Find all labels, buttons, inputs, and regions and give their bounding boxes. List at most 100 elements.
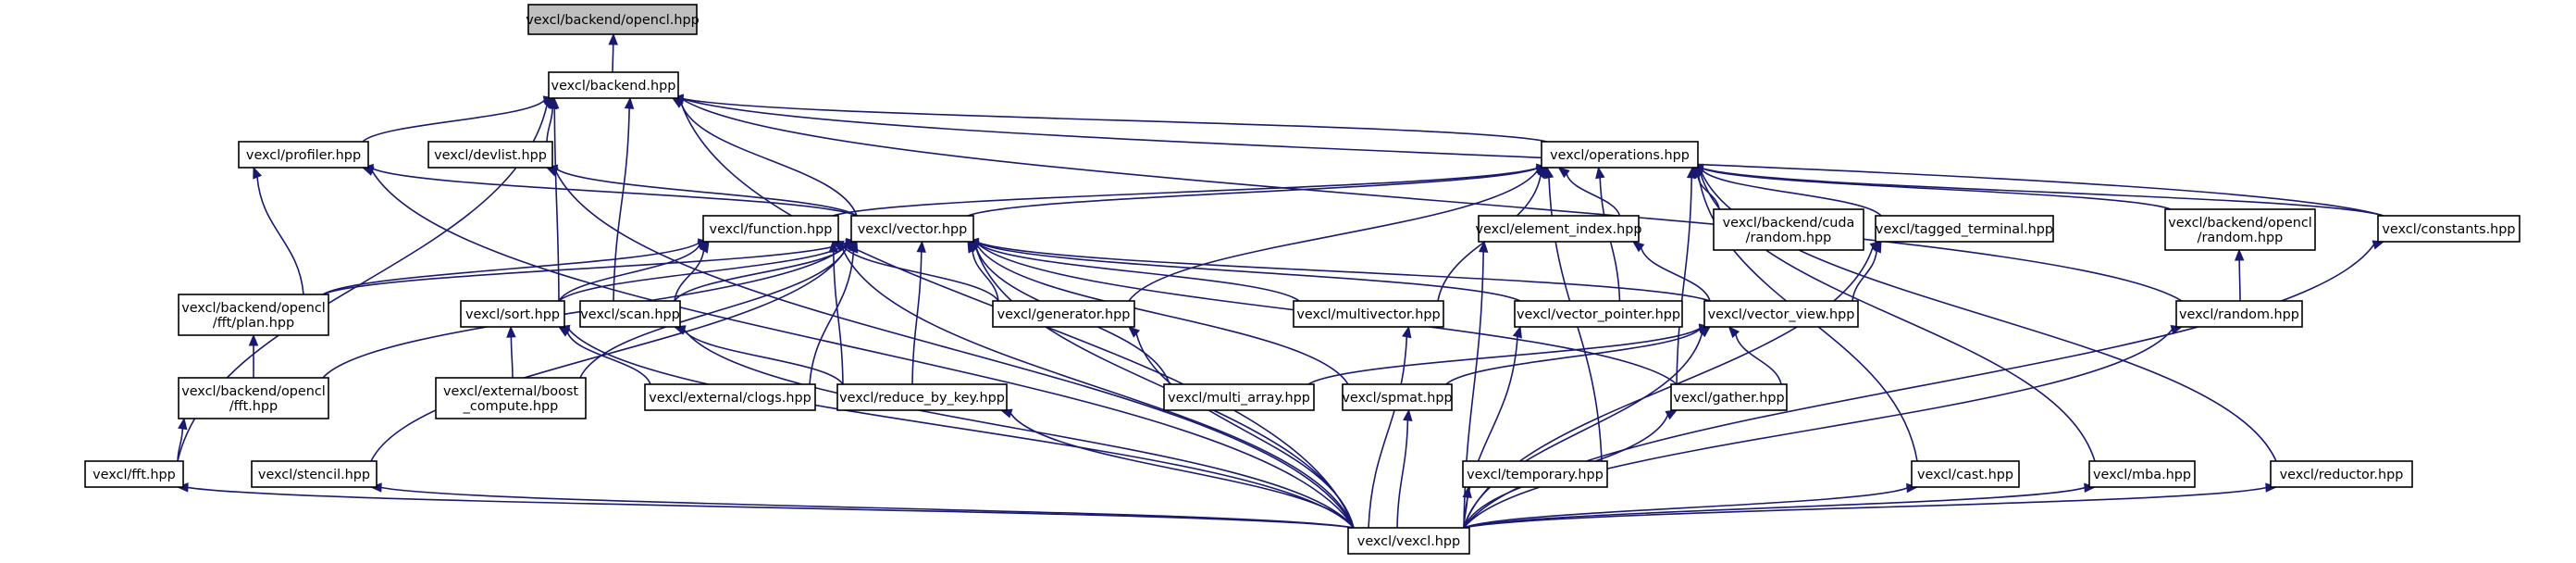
node-box [2175, 300, 2303, 328]
edge-profiler-to-backend [362, 95, 556, 143]
edge-opencl-fft-to-fft-plan [248, 333, 259, 379]
edge-line [682, 98, 2183, 302]
edge-line [177, 428, 184, 462]
node-gather[interactable]: vexcl/gather.hpp [1670, 383, 1788, 411]
edge-arrowhead [848, 240, 859, 254]
node-profiler[interactable]: vexcl/profiler.hpp [238, 141, 369, 169]
edge-vexcl-to-stencil [369, 482, 1355, 529]
node-multivector[interactable]: vexcl/multivector.hpp [1293, 300, 1444, 328]
edge-fft-to-opencl-fft [177, 417, 188, 462]
node-sort[interactable]: vexcl/sort.hpp [460, 300, 565, 328]
node-box [238, 141, 369, 169]
edge-constants-to-operations [1690, 163, 2384, 217]
edge-line [1566, 173, 1621, 217]
edge-line [1463, 486, 2267, 529]
edge-clogs-to-sort [557, 326, 651, 385]
node-cuda-random[interactable]: vexcl/backend/cuda/random.hpp [1713, 208, 1864, 251]
node-mba[interactable]: vexcl/mba.hpp [2088, 460, 2196, 488]
edge-line [371, 170, 1355, 529]
edge-line [682, 98, 2384, 217]
edge-arrowhead [1595, 166, 1605, 180]
node-label: vexcl/element_index.hpp [1475, 222, 1641, 237]
node-reductor[interactable]: vexcl/reductor.hpp [2270, 460, 2413, 488]
edge-line [322, 242, 848, 295]
edge-arrowhead [671, 97, 685, 108]
edge-arrowhead [1631, 241, 1645, 253]
node-label: vexcl/backend/opencl [2168, 216, 2312, 231]
node-label: vexcl/backend/opencl [181, 301, 326, 316]
edge-vexcl-to-mba [1463, 482, 2097, 529]
node-element-index[interactable]: vexcl/element_index.hpp [1475, 215, 1642, 243]
node-fft[interactable]: vexcl/fft.hpp [84, 460, 184, 488]
edge-arrowhead [2234, 248, 2245, 261]
node-random[interactable]: vexcl/random.hpp [2175, 300, 2303, 328]
edge-line [1852, 250, 1877, 302]
node-box [178, 294, 329, 336]
edge-line [1463, 332, 1703, 529]
edge-reduce-by-key-to-function [828, 240, 844, 385]
node-label: vexcl/devlist.hpp [434, 148, 547, 163]
node-function[interactable]: vexcl/function.hpp [702, 215, 839, 243]
node-multi-array[interactable]: vexcl/multi_array.hpp [1163, 383, 1315, 411]
edge-vexcl-to-reduce-by-key [999, 408, 1355, 529]
edge-arrowhead [916, 240, 926, 253]
edge-line [833, 251, 844, 385]
node-box [579, 300, 681, 328]
node-reduce-by-key[interactable]: vexcl/reduce_by_key.hpp [836, 383, 1008, 411]
edge-arrowhead [1557, 167, 1570, 179]
node-spmat[interactable]: vexcl/spmat.hpp [1342, 383, 1453, 411]
node-vexcl[interactable]: vexcl/vexcl.hpp [1347, 527, 1470, 555]
node-generator[interactable]: vexcl/generator.hpp [992, 300, 1135, 328]
node-box [1713, 208, 1864, 251]
node-box [2164, 208, 2316, 251]
node-vector[interactable]: vexcl/vector.hpp [850, 215, 974, 243]
node-vector-pointer[interactable]: vexcl/vector_pointer.hpp [1514, 300, 1683, 328]
edge-line [1463, 329, 2174, 529]
node-label: vexcl/external/boost [443, 384, 578, 399]
node-label: vexcl/vexcl.hpp [1357, 534, 1460, 549]
edge-line [1676, 177, 1692, 385]
node-label: vexcl/spmat.hpp [1342, 391, 1452, 406]
node-constants[interactable]: vexcl/constants.hpp [2377, 215, 2520, 243]
node-box [1462, 460, 1608, 488]
node-label: vexcl/multi_array.hpp [1168, 391, 1310, 406]
node-clogs[interactable]: vexcl/external/clogs.hpp [644, 383, 816, 411]
node-opencl-fft[interactable]: vexcl/backend/opencl/fft.hpp [178, 377, 329, 419]
edge-line [2238, 259, 2241, 302]
node-temporary[interactable]: vexcl/temporary.hpp [1462, 460, 1608, 488]
node-label: /fft.hpp [229, 399, 278, 414]
node-vector-view[interactable]: vexcl/vector_view.hpp [1703, 300, 1859, 328]
node-box [1703, 300, 1859, 328]
node-box [644, 383, 816, 411]
node-scan[interactable]: vexcl/scan.hpp [579, 300, 681, 328]
edge-arrowhead [1728, 326, 1740, 339]
node-box [427, 141, 553, 169]
node-label: vexcl/temporary.hpp [1467, 468, 1604, 482]
edge-line [840, 245, 1355, 529]
edge-arrowhead [1128, 326, 1141, 338]
node-fft-plan[interactable]: vexcl/backend/opencl/fft/plan.hpp [178, 294, 329, 336]
edge-line [187, 486, 1355, 529]
edge-vexcl-to-scan [673, 325, 1355, 529]
node-tagged-terminal[interactable]: vexcl/tagged_terminal.hpp [1875, 215, 2054, 243]
node-devlist[interactable]: vexcl/devlist.hpp [427, 141, 553, 169]
node-operations[interactable]: vexcl/operations.hpp [1541, 141, 1699, 169]
edge-arrowhead [543, 97, 555, 109]
edge-line [1463, 487, 1908, 529]
edge-arrowhead [1869, 241, 1883, 252]
node-label: vexcl/scan.hpp [580, 307, 679, 322]
edge-line [683, 329, 1355, 529]
node-opencl-random[interactable]: vexcl/backend/opencl/random.hpp [2164, 208, 2316, 251]
edge-vexcl-to-vector-view [1463, 326, 1712, 529]
node-stencil[interactable]: vexcl/stencil.hpp [251, 460, 378, 488]
edge-line [1735, 333, 1782, 385]
node-backend[interactable]: vexcl/backend.hpp [548, 71, 679, 99]
node-cast[interactable]: vexcl/cast.hpp [1911, 460, 2020, 488]
edge-arrowhead [1403, 408, 1413, 421]
edge-arrowhead [1402, 325, 1412, 339]
edge-line [362, 99, 545, 143]
node-opencl[interactable]: vexcl/backend/opencl.hpp [526, 4, 700, 35]
node-boost-compute[interactable]: vexcl/external/boost_compute.hpp [435, 377, 587, 419]
node-box [251, 460, 378, 488]
node-label: vexcl/gather.hpp [1673, 391, 1784, 406]
